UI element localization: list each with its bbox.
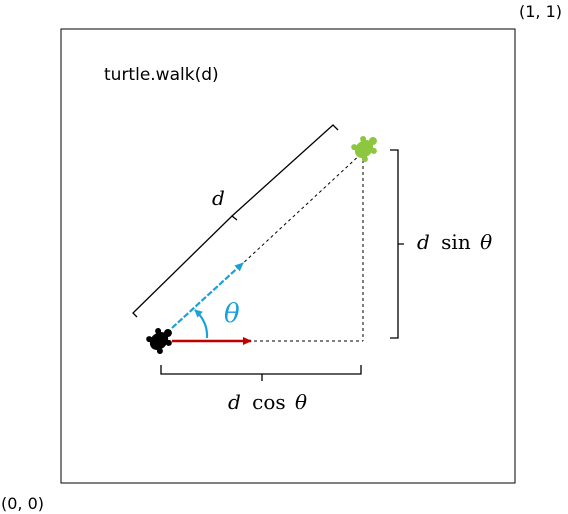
distance-label: d [212,186,225,210]
horizontal-angle: θ [295,390,307,414]
vertical-bracket [390,149,404,339]
start-turtle-leg [156,347,163,354]
start-turtle-shell [149,332,169,350]
turtle-icon [146,328,172,354]
code-label: turtle.walk(d) [104,65,219,85]
horizontal-bracket [160,365,362,381]
end-turtle-head [368,136,377,145]
end-turtle-shell [354,140,374,158]
start-turtle-leg [165,339,172,346]
end-turtle-leg [351,144,358,151]
start-turtle-leg [155,328,162,335]
hypotenuse-dashed-line [239,151,364,267]
bottom-left-coordinate: (0, 0) [1,494,44,513]
vertical-var: d [417,230,430,254]
angle-arc [194,309,209,339]
horizontal-fn: cos [252,390,286,414]
vertical-component-label: d sin θ [417,230,492,254]
vertical-angle: θ [480,230,492,254]
distance-brace [132,124,339,318]
heading-arrow [171,262,244,329]
end-turtle-leg [360,136,367,143]
horizontal-component-label: d cos θ [228,390,307,414]
horizontal-var: d [228,390,241,414]
start-turtle-head [163,328,172,337]
top-right-coordinate: (1, 1) [519,2,562,21]
angle-label: θ [224,299,240,329]
end-turtle-leg [370,147,377,154]
vertical-fn: sin [441,230,471,254]
end-turtle-leg [361,155,368,162]
canvas-frame [60,28,516,484]
turtle-icon [351,136,377,162]
start-turtle-leg [146,336,153,343]
